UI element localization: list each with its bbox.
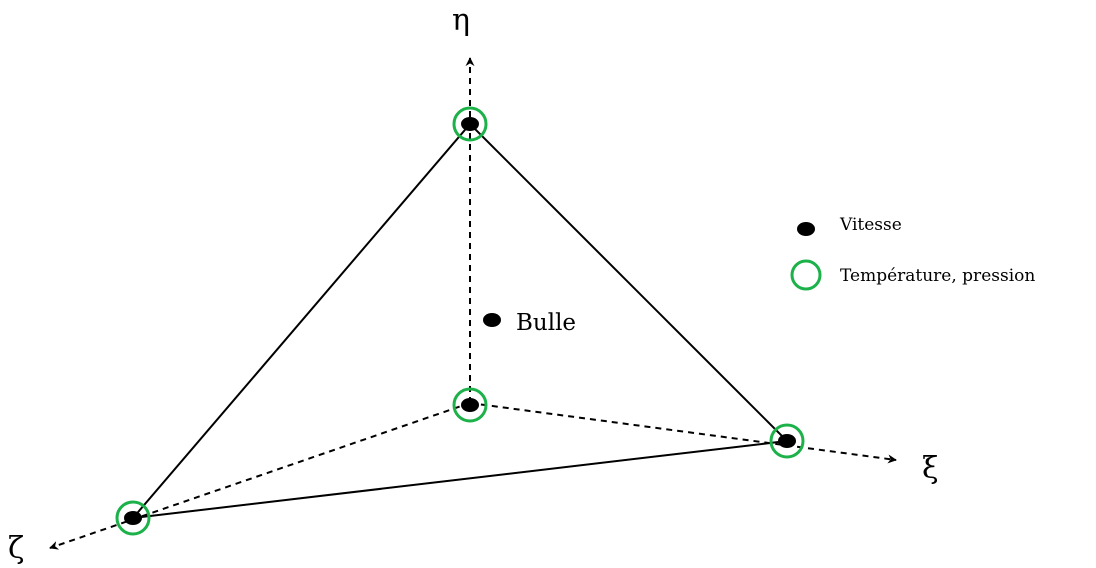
node-ring-right (769, 423, 805, 459)
legend-temp-pressure-ring-icon (790, 259, 822, 291)
legend-velocity-label: Vitesse (839, 215, 902, 235)
zeta-axis (49, 402, 471, 550)
edge-left-right (132, 440, 788, 519)
legend-temp-pressure-label: Température, pression (840, 266, 1035, 286)
eta-axis-label: η (452, 3, 470, 38)
bubble-label: Bulle (516, 310, 576, 336)
node-ring-origin (452, 387, 488, 423)
legend: Vitesse Température, pression (790, 215, 1035, 291)
xi-axis-label: ξ (922, 451, 939, 486)
legend-velocity-dot-icon (797, 222, 815, 236)
node-ring-top (452, 106, 488, 142)
node-dot-origin (461, 398, 479, 412)
bubble-dot (483, 313, 501, 327)
node-dot-left (124, 511, 142, 525)
edge-top-left (132, 123, 471, 519)
node-ring-left (115, 500, 151, 536)
zeta-axis-label: ζ (8, 531, 24, 566)
edge-top-right (469, 123, 788, 442)
node-dot-top (461, 117, 479, 131)
xi-axis (469, 402, 897, 464)
node-dot-right (778, 434, 796, 448)
